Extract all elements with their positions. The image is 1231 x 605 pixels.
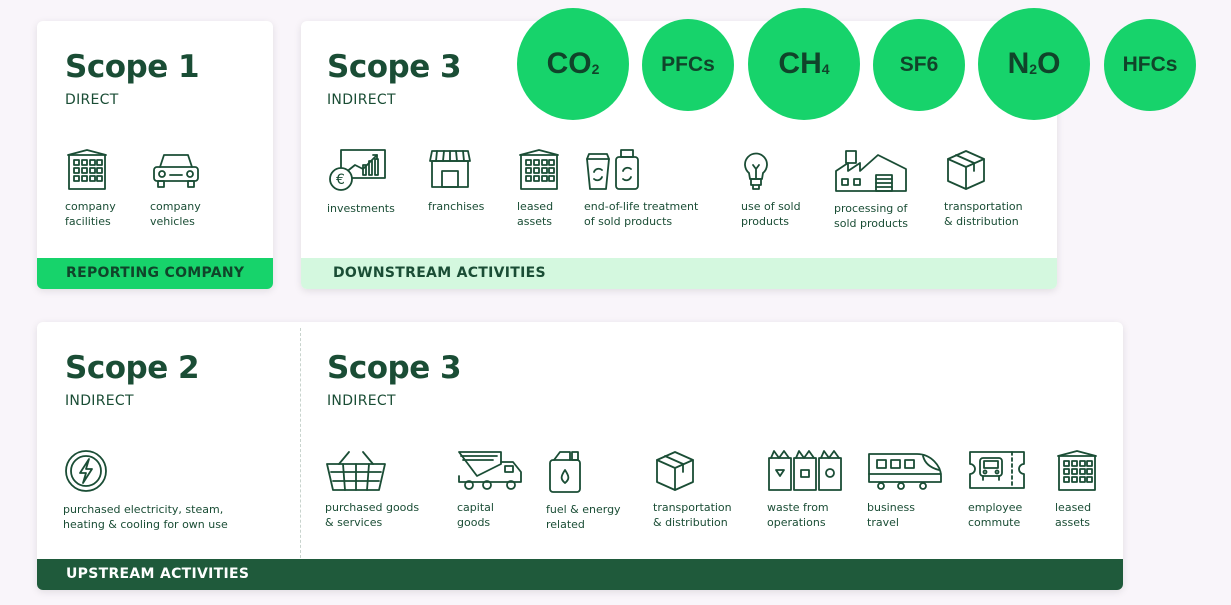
scope1-card: Scope 1 DIRECT company facilities compan… [37, 21, 273, 289]
item-capital-goods: capital goods [457, 448, 523, 530]
building-icon [1055, 448, 1099, 492]
train-icon [867, 448, 943, 492]
item-label: waste from operations [767, 501, 829, 529]
item-label: leased assets [1055, 501, 1092, 529]
car-icon [150, 147, 202, 191]
item-label: employee commute [968, 501, 1023, 529]
item-label: franchises [428, 200, 485, 213]
item-label: leased assets [517, 200, 554, 228]
building-icon [517, 147, 561, 191]
scope2-title: Scope 2 [65, 350, 200, 386]
item-label: purchased electricity, steam, heating & … [63, 503, 228, 531]
gas-sf6: SF6 [873, 19, 965, 111]
item-label: transportation & distribution [653, 501, 732, 529]
lightning-icon [63, 448, 228, 494]
item-purchased-goods: purchased goods & services [325, 448, 419, 530]
item-leased-assets-upstream: leased assets [1055, 448, 1099, 530]
item-fuel-energy: fuel & energy related [546, 448, 621, 532]
item-label: purchased goods & services [325, 501, 420, 529]
storefront-icon [428, 147, 484, 191]
building-icon [65, 147, 116, 191]
ticket-icon [968, 448, 1026, 492]
scope1-subtitle: DIRECT [65, 92, 119, 108]
item-label: company vehicles [150, 200, 201, 228]
scope1-title: Scope 1 [65, 49, 200, 85]
item-franchises: franchises [428, 147, 484, 214]
item-end-of-life: end-of-life treatment of sold products [584, 147, 698, 229]
item-waste: waste from operations [767, 448, 843, 530]
item-employee-commute: employee commute [968, 448, 1026, 530]
downstream-footer: DOWNSTREAM ACTIVITIES [301, 258, 1057, 289]
item-label: capital goods [457, 501, 494, 529]
item-transportation-upstream: transportation & distribution [653, 448, 732, 530]
basket-icon [325, 448, 419, 492]
item-label: processing of sold products [834, 202, 909, 230]
box-icon [944, 147, 1023, 191]
box-icon [653, 448, 732, 492]
item-label: end-of-life treatment of sold products [584, 200, 699, 228]
fuel-can-icon [546, 448, 621, 494]
item-processing: processing of sold products [834, 147, 908, 231]
investment-chart-icon: € [327, 147, 395, 193]
item-label: business travel [867, 501, 915, 529]
item-purchased-electricity: purchased electricity, steam, heating & … [63, 448, 228, 532]
item-company-vehicles: company vehicles [150, 147, 202, 229]
scope3-upstream-subtitle: INDIRECT [327, 393, 396, 409]
scope2-subtitle: INDIRECT [65, 393, 134, 409]
downstream-title: Scope 3 [327, 49, 462, 85]
recycle-bins-icon [584, 147, 698, 191]
item-label: fuel & energy related [546, 503, 621, 531]
svg-text:€: € [336, 172, 345, 188]
gas-hfcs: HFCs [1104, 19, 1196, 111]
lightbulb-icon [741, 147, 801, 191]
item-leased-assets-downstream: leased assets [517, 147, 561, 229]
item-business-travel: business travel [867, 448, 943, 530]
item-company-facilities: company facilities [65, 147, 116, 229]
item-label: use of sold products [741, 200, 801, 228]
item-label: investments [327, 202, 395, 215]
reporting-footer: REPORTING COMPANY [37, 258, 273, 289]
waste-bins-icon [767, 448, 843, 492]
item-use-of-sold-products: use of sold products [741, 147, 801, 229]
upstream-card: Scope 2 INDIRECT purchased electricity, … [37, 322, 1123, 590]
upstream-footer: UPSTREAM ACTIVITIES [37, 559, 1123, 590]
factory-icon [834, 147, 908, 193]
scope-divider [300, 328, 301, 558]
item-label: company facilities [65, 200, 116, 228]
item-label: transportation & distribution [944, 200, 1023, 228]
gas-pfcs: PFCs [642, 19, 734, 111]
scope3-upstream-title: Scope 3 [327, 350, 462, 386]
truck-icon [457, 448, 523, 492]
item-investments: € investments [327, 147, 395, 216]
item-transportation-downstream: transportation & distribution [944, 147, 1023, 229]
downstream-subtitle: INDIRECT [327, 92, 396, 108]
